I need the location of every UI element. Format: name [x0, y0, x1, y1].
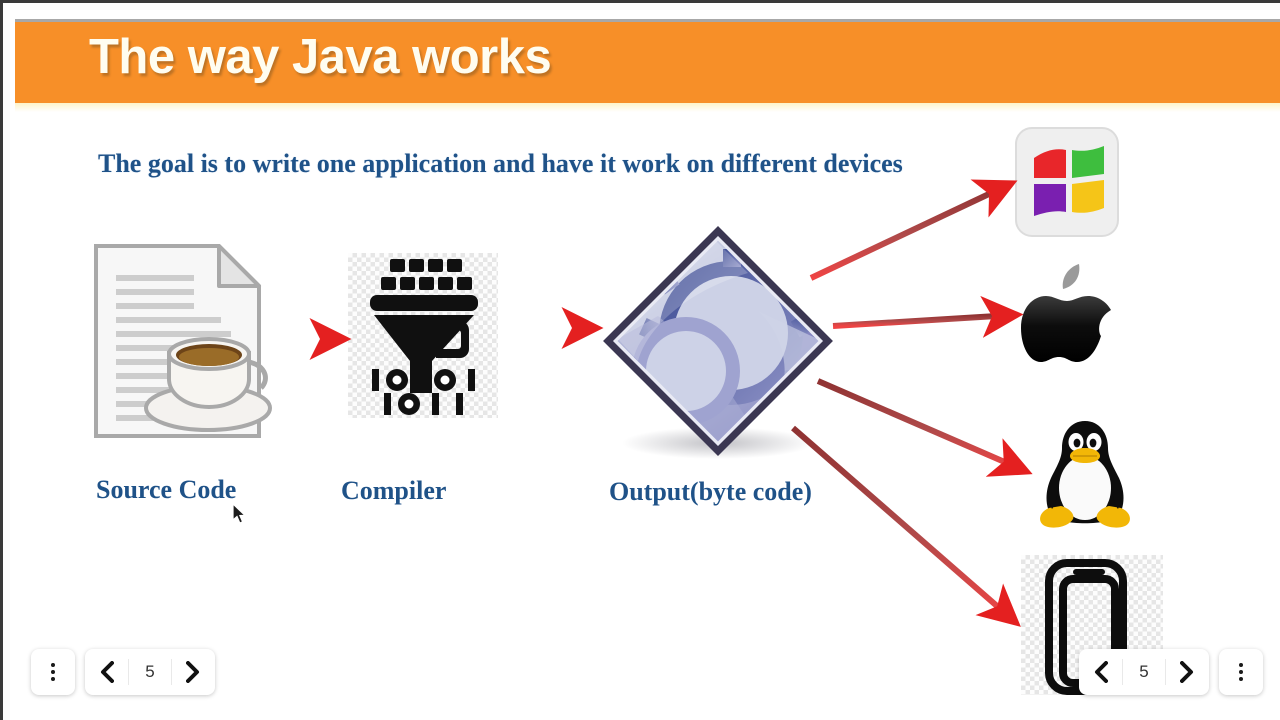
previous-slide-button[interactable] [1079, 649, 1122, 695]
arrow-output-to-windows [809, 179, 1018, 281]
apple-logo-icon [1019, 258, 1123, 368]
java-bytecode-diamond-icon [598, 221, 838, 461]
slide-subtitle: The goal is to write one application and… [98, 149, 903, 178]
divider [1122, 659, 1123, 685]
previous-slide-button[interactable] [85, 649, 128, 695]
divider [1165, 659, 1166, 685]
next-slide-button[interactable] [172, 649, 215, 695]
page-number-right[interactable]: 5 [1139, 662, 1149, 681]
linux-penguin-icon [1035, 416, 1135, 531]
windows-logo-icon [1014, 126, 1120, 238]
page-title: The way Java works [89, 30, 552, 84]
pagination-left: 5 [85, 649, 215, 695]
pagination-right: 5 [1079, 649, 1209, 695]
document-coffee-icon [91, 241, 281, 441]
slide-controls-right: 5 [1079, 649, 1263, 695]
chevron-right-icon [1180, 661, 1193, 683]
chevron-left-icon [1095, 661, 1108, 683]
slide-controls-left: 5 [31, 649, 215, 695]
divider [171, 659, 172, 685]
funnel-binary-icon [348, 253, 498, 418]
stage-label-compiler: Compiler [341, 476, 447, 505]
arrow-output-to-linux [816, 378, 1033, 477]
arrow-output-to-apple [832, 295, 1024, 338]
divider [128, 659, 129, 685]
stage-label-source-code: Source Code [96, 475, 237, 504]
mouse-cursor [232, 502, 248, 525]
chevron-right-icon [186, 661, 199, 683]
next-slide-button[interactable] [1166, 649, 1209, 695]
kebab-menu-icon[interactable] [1219, 649, 1263, 695]
kebab-menu-icon[interactable] [31, 649, 75, 695]
stage-label-output: Output(byte code) [609, 477, 812, 506]
page-number-left[interactable]: 5 [145, 662, 155, 681]
banner-glow [15, 103, 1280, 112]
title-banner [15, 19, 1280, 103]
chevron-left-icon [101, 661, 114, 683]
menu-button-right[interactable] [1219, 649, 1263, 695]
menu-button-left[interactable] [31, 649, 75, 695]
